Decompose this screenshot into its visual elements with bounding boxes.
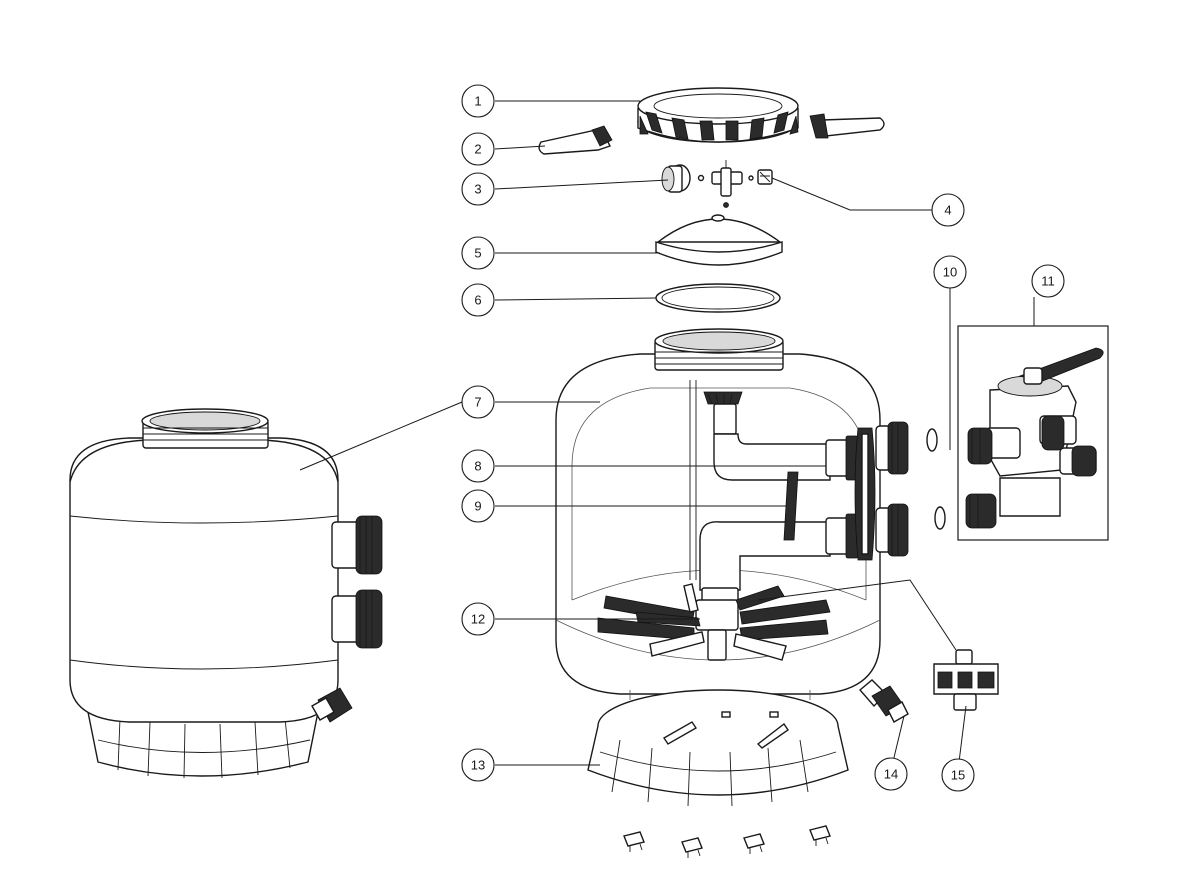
callout-14: 14: [874, 757, 908, 791]
callout-10: 10: [933, 255, 967, 289]
leader-2: [494, 145, 546, 150]
upper-inlet-pipe: [703, 391, 859, 481]
callout-13: 13: [461, 748, 495, 782]
callout-1-label: 1: [474, 94, 481, 109]
callout-1: 1: [461, 84, 495, 118]
assembled-tank-body: [69, 437, 339, 723]
locking-ring: [637, 87, 799, 143]
drain-plug: [859, 679, 909, 723]
callout-3: 3: [461, 172, 495, 206]
ring-handle-right: [809, 113, 885, 139]
callout-13-label: 13: [471, 758, 485, 773]
callout-15: 15: [941, 758, 975, 792]
tank-flange: [854, 427, 876, 561]
callout-12-label: 12: [471, 612, 485, 627]
callout-4: 4: [931, 193, 965, 227]
leader-lines: [299, 100, 1035, 771]
callout-2: 2: [461, 132, 495, 166]
multiport-valve: [965, 347, 1104, 529]
tee-fitting: [711, 160, 743, 208]
callout-4-label: 4: [944, 203, 951, 218]
ring-handle-left: [538, 125, 613, 155]
lateral-assembly: [597, 583, 831, 661]
callout-11: 11: [1031, 264, 1065, 298]
callout-10-label: 10: [943, 265, 957, 280]
callout-9-label: 9: [474, 499, 481, 514]
callout-15-label: 15: [951, 768, 965, 783]
leader-12: [495, 579, 957, 651]
assembled-filter-tank: [69, 408, 383, 779]
callout-14-label: 14: [884, 767, 898, 782]
tank-union-lower: [875, 503, 909, 557]
leader-4: [771, 177, 932, 211]
callout-3-label: 3: [474, 182, 481, 197]
tank-union-upper: [875, 421, 909, 475]
assembled-neck: [141, 408, 269, 449]
base-stand: [587, 689, 849, 807]
callout-11-label: 11: [1041, 274, 1055, 289]
callout-5: 5: [461, 236, 495, 270]
multiport-valve-box: [957, 325, 1109, 541]
leader-3: [494, 179, 669, 190]
assembled-union-lower: [331, 589, 383, 649]
callout-6-label: 6: [474, 293, 481, 308]
assembled-union-upper: [331, 515, 383, 575]
base-clips: [623, 825, 831, 858]
pressure-gauge: [661, 164, 705, 193]
callout-7-label: 7: [474, 395, 481, 410]
assembled-base: [87, 711, 319, 779]
callout-12: 12: [461, 602, 495, 636]
assembled-drain: [311, 687, 353, 723]
lid-o-ring: [655, 283, 781, 313]
pipe-brace: [783, 471, 799, 541]
leader-7: [299, 401, 600, 471]
callout-6: 6: [461, 283, 495, 317]
callout-8: 8: [461, 449, 495, 483]
callout-2-label: 2: [474, 142, 481, 157]
callout-7: 7: [461, 385, 495, 419]
leader-6: [494, 297, 657, 301]
lateral-hub: [933, 649, 999, 711]
callout-5-label: 5: [474, 246, 481, 261]
air-release-valve: [748, 169, 773, 185]
lateral-arm-right: [733, 585, 831, 661]
callout-8-label: 8: [474, 459, 481, 474]
tank-lid: [655, 214, 783, 266]
callout-9: 9: [461, 489, 495, 523]
union-o-rings: [926, 428, 946, 530]
